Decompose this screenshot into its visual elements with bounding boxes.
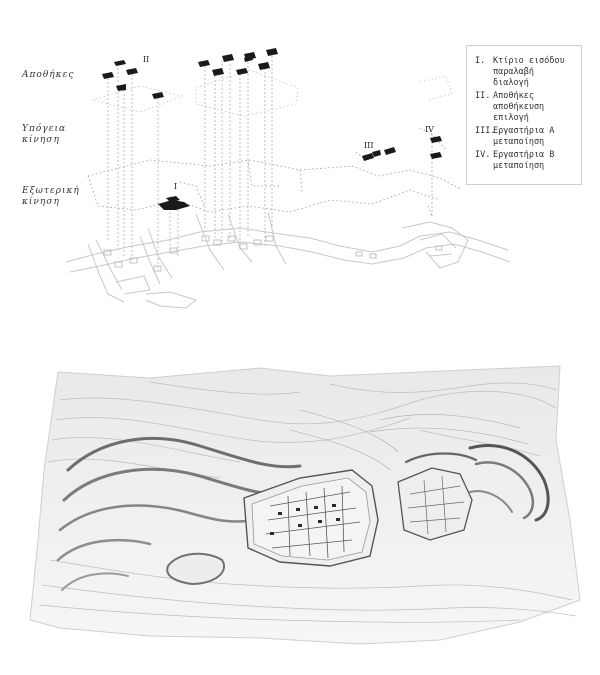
marker-ii: II	[143, 55, 150, 64]
marker-iv: IV	[425, 125, 434, 134]
legend-num: II.	[475, 91, 491, 101]
entrance-building-block	[158, 196, 190, 210]
legend-item-workshop-a: III. Εργαστήρια Α μεταποίηση	[475, 126, 577, 148]
terrain-base	[29, 365, 581, 645]
small-pit	[166, 552, 225, 586]
workshop-b-blocks	[430, 136, 442, 159]
upper-slope-contours	[289, 409, 529, 471]
legend-item-storage: II. Αποθήκες αποθήκευση επιλογή	[475, 91, 577, 124]
exterior-level-label: Εξωτερική κίνηση	[22, 186, 80, 207]
terraced-slope-right	[404, 444, 550, 522]
exterior-movement-network	[65, 211, 511, 309]
legend-num: I.	[475, 56, 486, 66]
right-site-platform	[397, 467, 473, 541]
legend-text: Εργαστήρια Β μεταποίηση	[493, 150, 555, 171]
storage-level-planes	[91, 69, 453, 117]
marker-i: I	[174, 182, 178, 191]
workshop-a-blocks	[362, 147, 396, 161]
legend-item-workshop-b: IV. Εργαστήρια Β μεταποίηση	[475, 150, 577, 172]
underground-level-label: Υπόγεια κίνηση	[22, 124, 67, 145]
marker-iii: III	[364, 141, 374, 150]
legend-item-entrance: I. Κτίριο εισόδου παραλαβή διαλογή	[475, 56, 577, 89]
legend-num: III.	[475, 126, 496, 136]
storage-level-label: Αποθήκες	[22, 70, 75, 80]
central-site-platform	[243, 469, 379, 567]
underground-movement-network	[87, 127, 463, 217]
legend-text: Κτίριο εισόδου παραλαβή διαλογή	[493, 56, 565, 88]
legend-box: I. Κτίριο εισόδου παραλαβή διαλογή II. Α…	[466, 45, 582, 185]
contour-lines	[39, 381, 577, 623]
legend-text: Αποθήκες αποθήκευση επιλογή	[493, 91, 545, 123]
terraced-slope-left	[56, 436, 302, 591]
vertical-connector-lines	[107, 52, 433, 270]
legend-text: Εργαστήρια Α μεταποίηση	[493, 126, 555, 147]
storage-building-blocks	[102, 48, 278, 99]
ground-pads	[103, 235, 443, 272]
exploded-axonometric-diagram	[65, 48, 511, 309]
legend-num: IV.	[475, 150, 491, 160]
